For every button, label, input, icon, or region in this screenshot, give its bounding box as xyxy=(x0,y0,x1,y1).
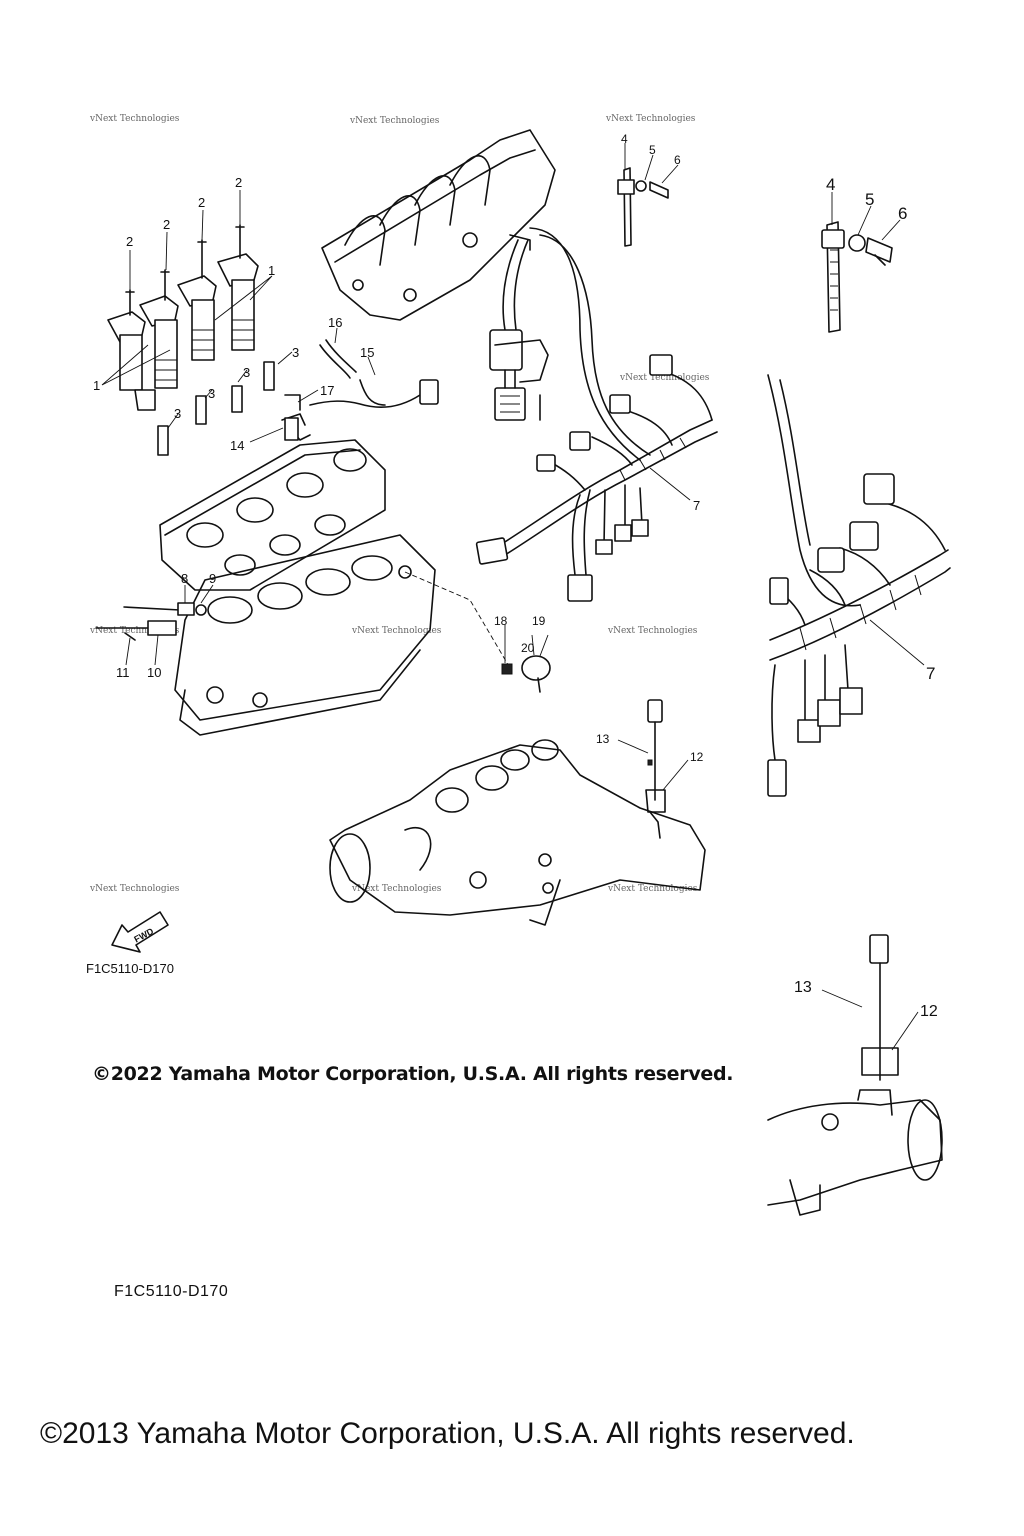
wire-harness-enlarged xyxy=(767,374,951,797)
spark-plugs xyxy=(157,361,275,456)
callout-lead: 15 xyxy=(360,345,374,360)
callout-bolt: 17 xyxy=(320,383,334,398)
callout-coil: 1 xyxy=(268,263,275,278)
callout-coil: 1 xyxy=(93,378,100,393)
callout-band: 16 xyxy=(328,315,342,330)
callout-collar: 5 xyxy=(865,190,874,209)
pressure-switch xyxy=(404,571,551,693)
callout-band: 4 xyxy=(826,175,835,194)
cylinder-head xyxy=(159,413,436,736)
callout-bolt: 6 xyxy=(898,204,907,223)
callout-sensor: 10 xyxy=(147,665,161,680)
callout-bolt: 13 xyxy=(596,732,610,746)
watermark: vNext Technologies xyxy=(607,626,698,636)
callout-harness: 7 xyxy=(926,664,935,683)
callout-switch: 18 xyxy=(494,614,508,628)
exhaust-manifold xyxy=(329,739,706,926)
band-assembly-enlarged xyxy=(821,221,893,333)
callout-gasket: 20 xyxy=(521,641,535,655)
copyright-2022: ©2022 Yamaha Motor Corporation, U.S.A. A… xyxy=(92,1063,734,1085)
callout-temp-sensor: 12 xyxy=(920,1003,938,1020)
callout-spark-plug: 3 xyxy=(174,406,181,421)
ignition-coils xyxy=(107,224,259,411)
wire-harness-main xyxy=(475,227,718,602)
fwd-arrow: FWD xyxy=(111,911,169,953)
callout-spark-plug: 3 xyxy=(292,345,299,360)
watermark: vNext Technologies xyxy=(89,626,180,636)
watermark: vNext Technologies xyxy=(619,373,710,383)
callout-bolt: 2 xyxy=(126,234,133,249)
callout-bolt: 6 xyxy=(674,153,681,167)
exhaust-enlarged xyxy=(767,934,943,1216)
callout-numbers: 1 1 2 2 2 2 3 3 3 3 4 5 6 4 5 6 7 7 8 9 … xyxy=(93,132,938,1020)
watermark: vNext Technologies xyxy=(89,114,180,124)
callout-bolt: 11 xyxy=(116,665,130,680)
ignition-coil xyxy=(217,253,259,351)
watermark: vNext Technologies xyxy=(607,884,698,894)
callout-harness: 7 xyxy=(693,498,700,513)
watermark: vNext Technologies xyxy=(89,884,180,894)
copyright-2013: ©2013 Yamaha Motor Corporation, U.S.A. A… xyxy=(40,1417,855,1450)
watermark: vNext Technologies xyxy=(351,884,442,894)
drawing-code-small: F1C5110-D170 xyxy=(86,961,174,976)
watermark: vNext Technologies xyxy=(605,114,696,124)
ignition-coil xyxy=(107,311,156,411)
drawing-code-large: F1C5110-D170 xyxy=(114,1283,229,1300)
ignition-coil xyxy=(139,295,179,389)
watermarks: vNext Technologies vNext Technologies vN… xyxy=(89,114,710,894)
callout-bolt: 2 xyxy=(198,195,205,210)
callout-spark-plug: 3 xyxy=(208,386,215,401)
watermark: vNext Technologies xyxy=(349,116,440,126)
band-assembly-small xyxy=(617,167,669,247)
block-sensors xyxy=(95,602,207,641)
callout-spark-plug: 3 xyxy=(243,365,250,380)
callout-gasket: 9 xyxy=(209,571,216,586)
head-sensor-assembly xyxy=(284,339,439,441)
watermark: vNext Technologies xyxy=(351,626,442,636)
callout-bolt: 2 xyxy=(235,175,242,190)
temp-sensor-small xyxy=(645,699,666,813)
callout-switch: 19 xyxy=(532,614,546,628)
callout-sensor: 14 xyxy=(230,438,244,453)
callout-bolt: 13 xyxy=(794,979,812,996)
callout-collar: 5 xyxy=(649,143,656,157)
intake-manifold xyxy=(321,129,556,321)
callout-band: 4 xyxy=(621,132,628,146)
callout-sensor: 8 xyxy=(181,571,188,586)
callout-bolt: 2 xyxy=(163,217,170,232)
ignition-coil xyxy=(177,275,217,361)
leader-lines xyxy=(101,143,925,1051)
callout-temp-sensor: 12 xyxy=(690,750,704,764)
